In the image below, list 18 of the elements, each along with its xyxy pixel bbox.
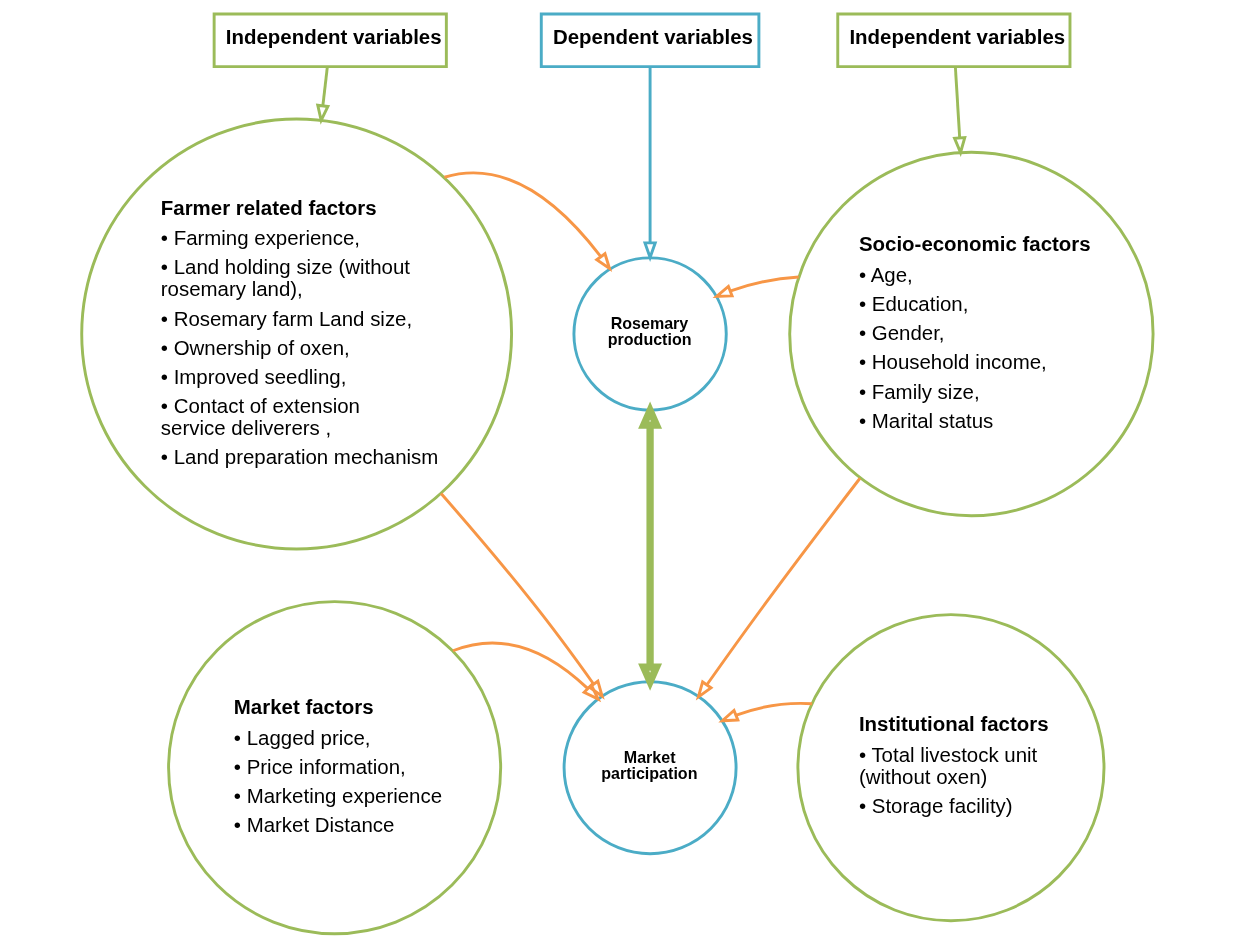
node-box: Independent variables (835, 12, 1071, 69)
arrow (637, 401, 662, 691)
node-circle: Farmer related factors • Farming experience, • Land holding size (without rosemary land), • Rosemary farm Land size, • Ownership of oxen, • Improved seedling, • Contact of extension service deliverers , • Land preparation mechanism (79, 117, 513, 551)
arrow (951, 67, 967, 157)
arrow (695, 477, 861, 701)
node-circle: Rosemary production (571, 256, 728, 412)
arrow (451, 641, 601, 703)
arrow (315, 66, 330, 125)
node-box: Dependent variables (539, 12, 760, 69)
node-circle: Institutional factors • Total livestock unit (without oxen) • Storage facility) (795, 613, 1105, 923)
arrow (439, 492, 605, 700)
arrow (443, 171, 612, 273)
node-box: Independent variables (212, 12, 448, 69)
arrow (717, 701, 812, 723)
node-circle: Market factors • Lagged price, • Price information, • Marketing experience • Market Distance (166, 600, 502, 936)
node-circle: Socio-economic factors • Age, • Education, • Gender, • Household income, • Family size, • Marital status (787, 150, 1155, 518)
arrow (642, 67, 657, 262)
arrow (712, 275, 799, 298)
